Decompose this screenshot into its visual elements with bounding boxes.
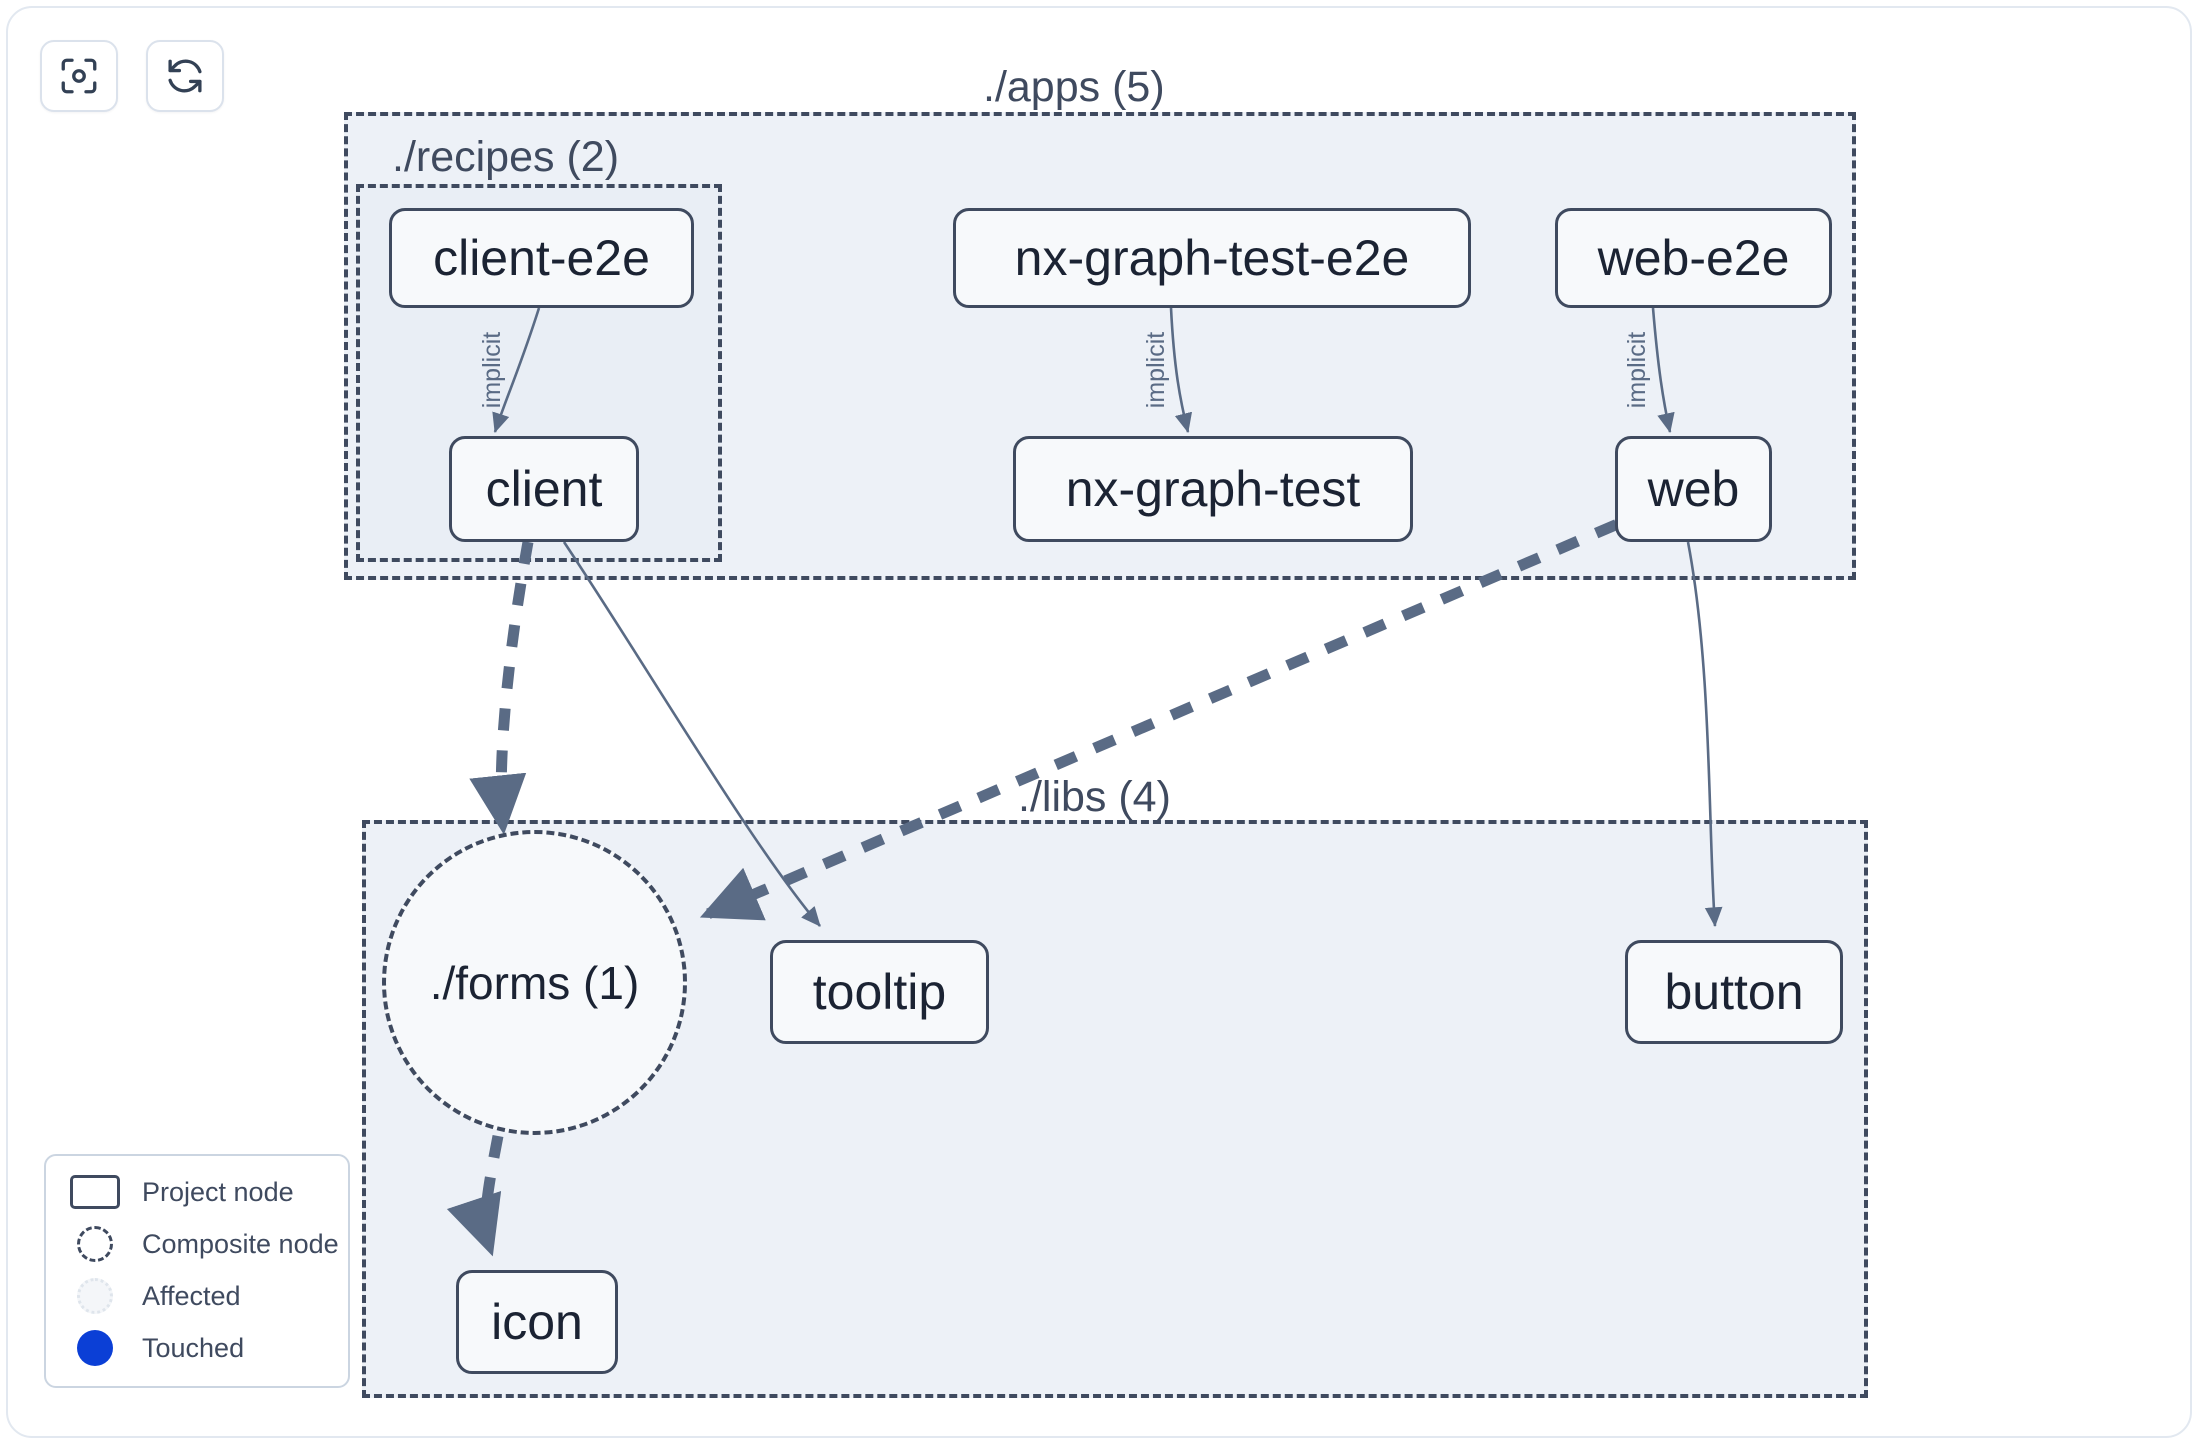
legend-item-affected: Affected — [68, 1278, 326, 1314]
refresh-graph-button[interactable] — [146, 40, 224, 112]
group-libs-label: ./libs (4) — [1008, 776, 1181, 819]
project-graph[interactable]: ./apps (5) ./recipes (2) ./libs (4) — [8, 8, 2190, 1436]
affected-node-glyph — [68, 1278, 122, 1314]
legend-item-composite-node: Composite node — [68, 1226, 339, 1262]
legend-label-project-node: Project node — [142, 1176, 294, 1207]
graph-node-nx-graph-test[interactable]: nx-graph-test — [1013, 436, 1413, 542]
graph-node-client-e2e[interactable]: client-e2e — [389, 208, 694, 308]
legend-label-composite-node: Composite node — [142, 1228, 339, 1259]
graph-node-nx-graph-test-e2e[interactable]: nx-graph-test-e2e — [953, 208, 1471, 308]
graph-node-tooltip[interactable]: tooltip — [770, 940, 989, 1044]
graph-toolbar — [40, 40, 224, 112]
graph-node-web-e2e[interactable]: web-e2e — [1555, 208, 1832, 308]
legend-item-project-node: Project node — [68, 1174, 326, 1210]
graph-legend: Project node Composite node Affected Tou… — [44, 1154, 350, 1388]
legend-label-affected: Affected — [142, 1280, 241, 1311]
graph-node-web[interactable]: web — [1615, 436, 1772, 542]
group-recipes-label: ./recipes (2) — [392, 133, 620, 181]
focus-target-icon — [58, 55, 100, 97]
touched-node-glyph — [68, 1330, 122, 1366]
refresh-icon — [164, 55, 206, 97]
project-node-glyph — [68, 1174, 122, 1210]
legend-label-touched: Touched — [142, 1332, 245, 1363]
graph-card: ./apps (5) ./recipes (2) ./libs (4) — [6, 6, 2192, 1438]
graph-node-button[interactable]: button — [1625, 940, 1843, 1044]
graph-node-client[interactable]: client — [449, 436, 639, 542]
graph-node-icon[interactable]: icon — [456, 1270, 618, 1374]
focus-graph-button[interactable] — [40, 40, 118, 112]
group-apps-label: ./apps (5) — [973, 66, 1175, 109]
composite-node-glyph — [68, 1226, 122, 1262]
legend-item-touched: Touched — [68, 1330, 326, 1366]
graph-node-forms[interactable]: ./forms (1) — [382, 830, 687, 1135]
